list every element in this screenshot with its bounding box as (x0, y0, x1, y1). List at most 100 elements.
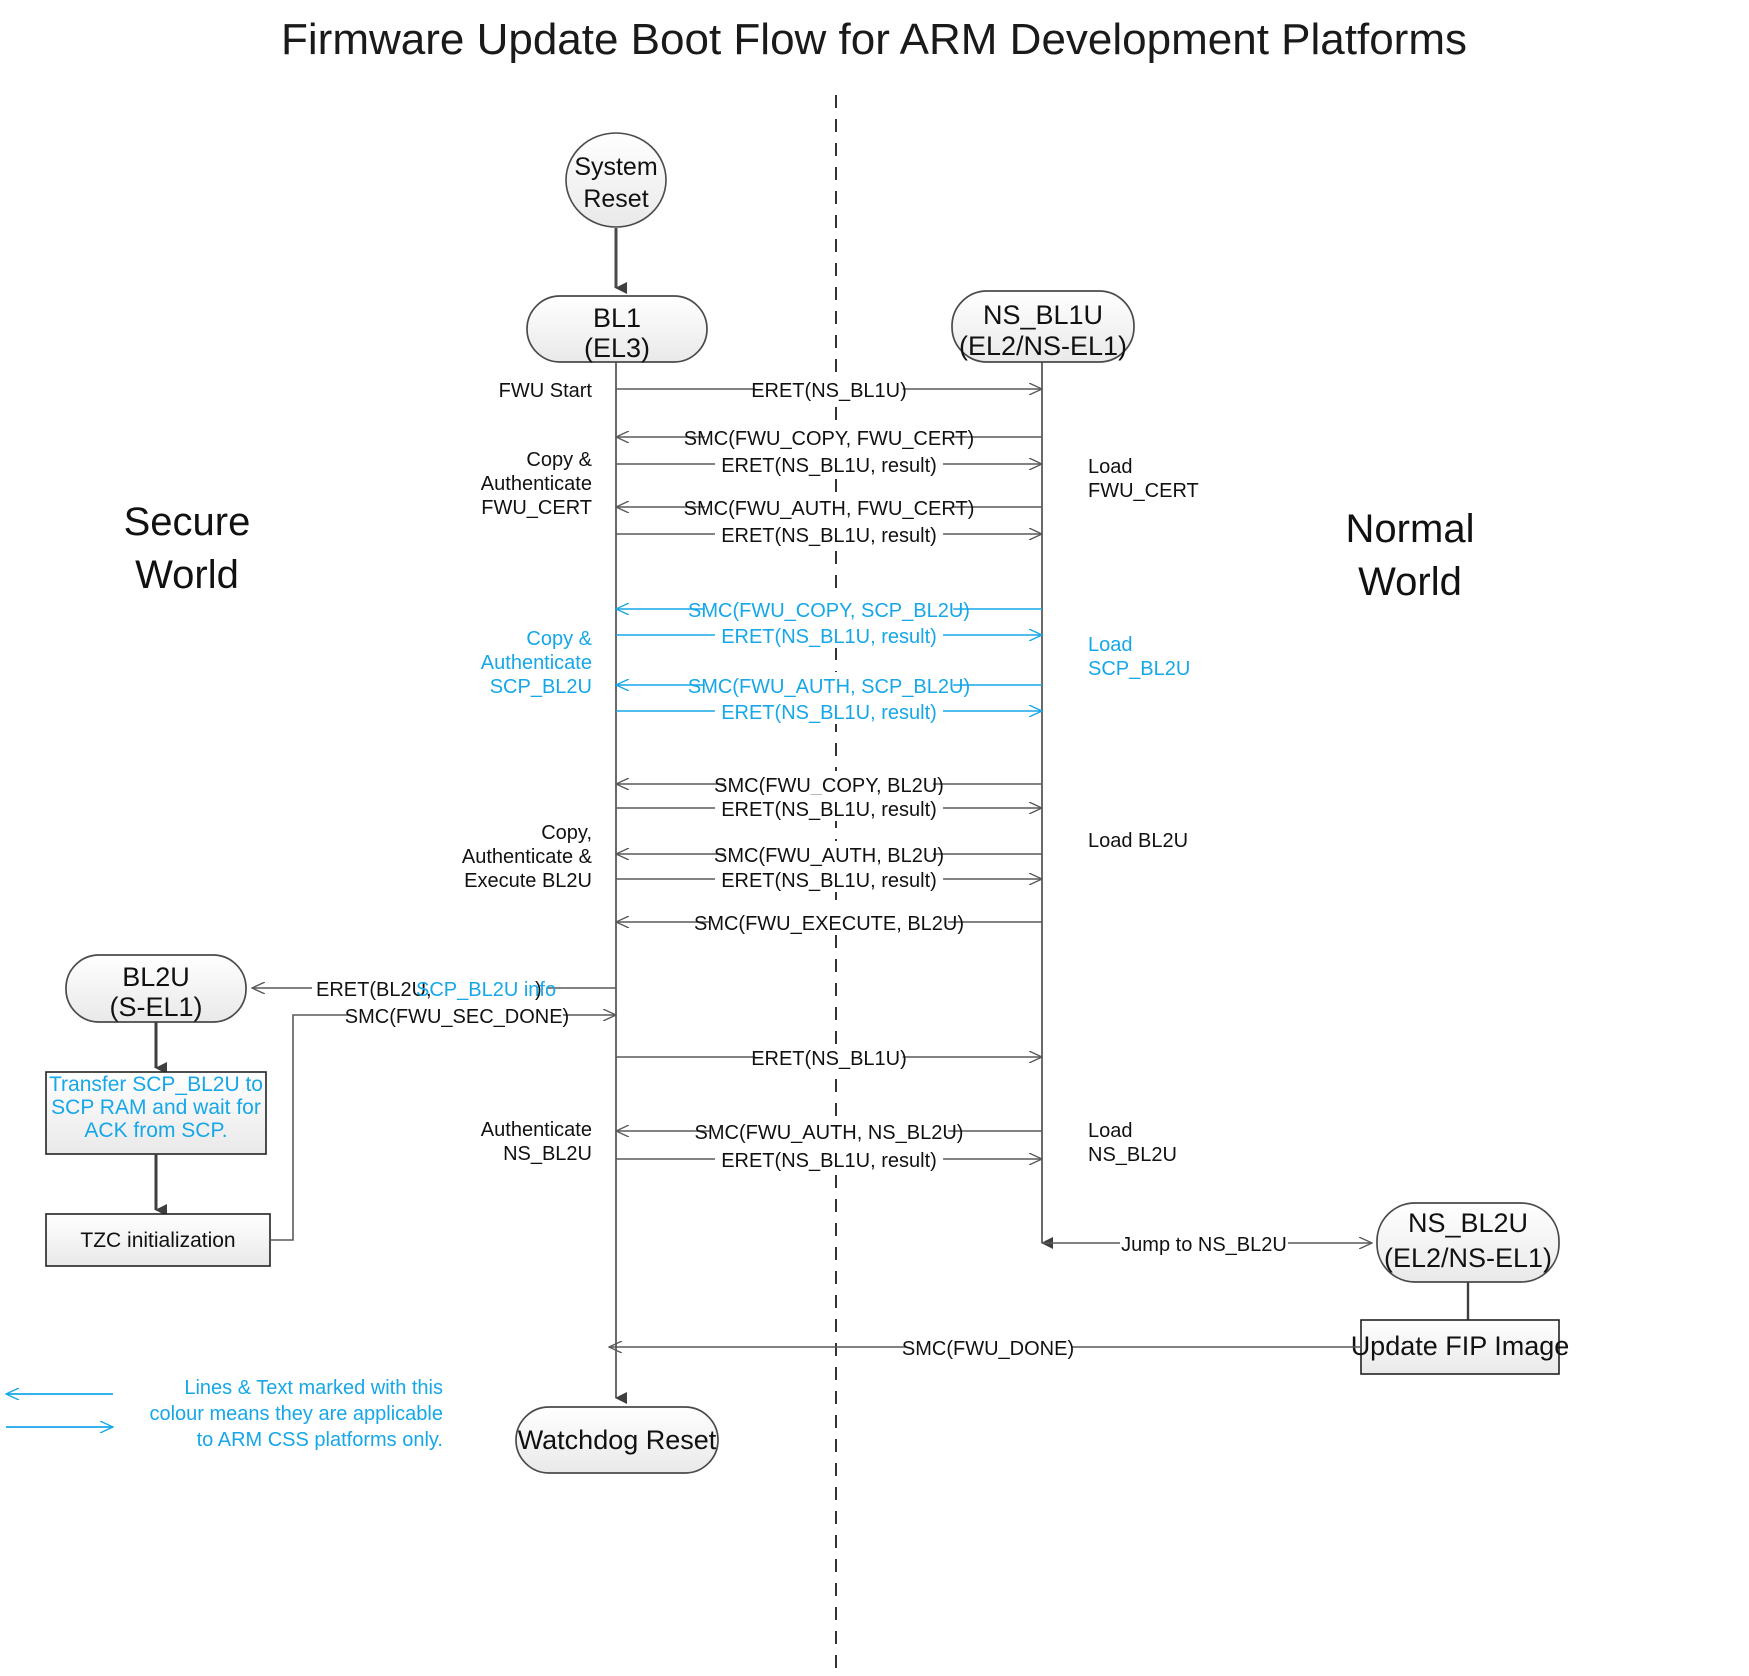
bl1-line1: BL1 (593, 303, 641, 333)
annotation-line: FWU Start (499, 380, 593, 402)
annotation-copy-auth-scp: Copy & Authenticate SCP_BL2U (481, 628, 593, 698)
message-label: SMC(FWU_EXECUTE, BL2U) (694, 913, 964, 935)
message-label: ERET(NS_BL1U, result) (721, 455, 937, 477)
message-m6: SMC(FWU_COPY, SCP_BL2U) (616, 596, 1042, 622)
annotation-copy-auth-cert: Copy & Authenticate FWU_CERT (481, 449, 593, 519)
annotation-load-bl2u: Load BL2U (1088, 830, 1188, 852)
message-label: SMC(FWU_AUTH, FWU_CERT) (684, 498, 975, 520)
message-m9: ERET(NS_BL1U, result) (616, 698, 1042, 724)
eret-bl2u-suffix: ) (535, 979, 542, 1001)
annotation-load-scp-bl2u: Load SCP_BL2U (1088, 634, 1190, 680)
normal-world-line2: World (1358, 560, 1462, 604)
message-label: ERET(NS_BL1U) (751, 1048, 907, 1070)
message-m3: ERET(NS_BL1U, result) (616, 451, 1042, 477)
annotation-line: Execute BL2U (464, 870, 592, 892)
legend-line3: to ARM CSS platforms only. (197, 1429, 443, 1451)
message-m2: SMC(FWU_COPY, FWU_CERT) (616, 424, 1042, 450)
normal-world-line1: Normal (1346, 507, 1475, 551)
annotation-line: Authenticate (481, 1119, 592, 1141)
annotation-line: Copy, (541, 822, 592, 844)
message-label: ERET(NS_BL1U, result) (721, 702, 937, 724)
annotation-line: Authenticate & (462, 846, 593, 868)
bl2u-line1: BL2U (122, 962, 190, 992)
jump-to-ns-bl2u-label: Jump to NS_BL2U (1121, 1234, 1287, 1256)
ns-bl2u-line2: (EL2/NS-EL1) (1384, 1243, 1552, 1273)
message-label: SMC(FWU_COPY, BL2U) (714, 775, 944, 797)
bl2u-line2: (S-EL1) (109, 992, 202, 1022)
message-m5: ERET(NS_BL1U, result) (616, 521, 1042, 547)
smc-fwu-done-label: SMC(FWU_DONE) (902, 1338, 1074, 1360)
annotation-line: Load (1088, 456, 1133, 478)
message-label: ERET(NS_BL1U, result) (721, 870, 937, 892)
message-label: SMC(FWU_AUTH, BL2U) (714, 845, 944, 867)
message-m14: SMC(FWU_EXECUTE, BL2U) (616, 909, 1042, 935)
annotation-copy-auth-exec-bl2u: Copy, Authenticate & Execute BL2U (462, 822, 593, 892)
annotation-line: Authenticate (481, 473, 592, 495)
update-fip-line1: Update FIP Image (1351, 1331, 1570, 1361)
eret-bl2u-accent: SCP_BL2U info (416, 979, 556, 1001)
node-bl2u[interactable]: BL2U (S-EL1) (65, 954, 247, 1023)
message-label: ERET(NS_BL1U, result) (721, 799, 937, 821)
annotation-line: Copy & (526, 449, 592, 471)
annotation-load-fwu-cert: Load FWU_CERT (1088, 456, 1199, 502)
watchdog-reset-line1: Watchdog Reset (518, 1425, 717, 1455)
message-label: SMC(FWU_AUTH, SCP_BL2U) (688, 676, 970, 698)
legend-line2: colour means they are applicable (149, 1403, 443, 1425)
system-reset-line1: System (574, 153, 657, 181)
eret-bl2u-prefix: ERET(BL2U, (316, 979, 432, 1001)
message-m7: ERET(NS_BL1U, result) (616, 622, 1042, 648)
legend-line1: Lines & Text marked with this (184, 1377, 443, 1399)
message-label: ERET(NS_BL1U) (751, 380, 907, 402)
message-eret-bl2u: ERET(BL2U, SCP_BL2U info ) (252, 974, 616, 1002)
message-m19: ERET(NS_BL1U, result) (616, 1146, 1042, 1172)
ns-bl1u-line1: NS_BL1U (983, 300, 1103, 330)
page-title: Firmware Update Boot Flow for ARM Develo… (281, 15, 1467, 64)
box-tzc-initialization: TZC initialization (45, 1213, 271, 1267)
transfer-line3: ACK from SCP. (84, 1119, 227, 1142)
annotation-load-ns-bl2u: Load NS_BL2U (1088, 1120, 1177, 1166)
smc-fwu-sec-done-label: SMC(FWU_SEC_DONE) (345, 1006, 569, 1028)
box-update-fip-image: Update FIP Image (1351, 1319, 1570, 1375)
ns-bl2u-line1: NS_BL2U (1408, 1208, 1528, 1238)
secure-world-line1: Secure (124, 500, 251, 544)
annotation-line: SCP_BL2U (490, 676, 592, 698)
transfer-line1: Transfer SCP_BL2U to (49, 1073, 263, 1096)
message-m4: SMC(FWU_AUTH, FWU_CERT) (616, 494, 1042, 520)
annotation-line: Copy & (526, 628, 592, 650)
tzc-line1: TZC initialization (80, 1229, 235, 1252)
annotation-line: SCP_BL2U (1088, 658, 1190, 680)
message-m12: SMC(FWU_AUTH, BL2U) (616, 841, 1042, 867)
node-watchdog-reset[interactable]: Watchdog Reset (515, 1406, 719, 1474)
annotation-line: NS_BL2U (1088, 1144, 1177, 1166)
annotation-line: FWU_CERT (1088, 480, 1199, 502)
annotation-line: Load (1088, 1120, 1133, 1142)
secure-world-label: Secure World (124, 500, 251, 597)
node-ns-bl2u[interactable]: NS_BL2U (EL2/NS-EL1) (1376, 1202, 1560, 1283)
node-ns-bl1u[interactable]: NS_BL1U (EL2/NS-EL1) (951, 290, 1135, 363)
transfer-line2: SCP RAM and wait for (51, 1096, 261, 1119)
message-label: ERET(NS_BL1U, result) (721, 626, 937, 648)
annotation-line: Load (1088, 634, 1133, 656)
message-smc-fwu-sec-done: SMC(FWU_SEC_DONE) (271, 1002, 616, 1241)
message-label: SMC(FWU_COPY, FWU_CERT) (684, 428, 974, 450)
box-transfer-scp-bl2u: Transfer SCP_BL2U to SCP RAM and wait fo… (45, 1071, 267, 1155)
message-layer: ERET(NS_BL1U) SMC(FWU_COPY, FWU_CERT) ERET… (616, 376, 1042, 1172)
message-m13: ERET(NS_BL1U, result) (616, 866, 1042, 892)
message-label: ERET(NS_BL1U, result) (721, 525, 937, 547)
node-bl1[interactable]: BL1 (EL3) (526, 295, 708, 363)
annotation-line: Load BL2U (1088, 830, 1188, 852)
message-m11: ERET(NS_BL1U, result) (616, 795, 1042, 821)
message-m1: ERET(NS_BL1U) (616, 376, 1042, 402)
annotation-line: FWU_CERT (481, 497, 592, 519)
annotation-line: NS_BL2U (503, 1143, 592, 1165)
annotation-fwu-start: FWU Start (499, 380, 593, 402)
normal-world-label: Normal World (1346, 507, 1475, 604)
node-system-reset[interactable]: System Reset (565, 132, 667, 228)
message-m18: SMC(FWU_AUTH, NS_BL2U) (616, 1118, 1042, 1144)
ns-bl1u-line2: (EL2/NS-EL1) (959, 331, 1127, 361)
message-m8: SMC(FWU_AUTH, SCP_BL2U) (616, 672, 1042, 698)
system-reset-line2: Reset (583, 185, 648, 213)
message-label: SMC(FWU_AUTH, NS_BL2U) (695, 1122, 964, 1144)
message-smc-fwu-done: SMC(FWU_DONE) (609, 1334, 1361, 1360)
